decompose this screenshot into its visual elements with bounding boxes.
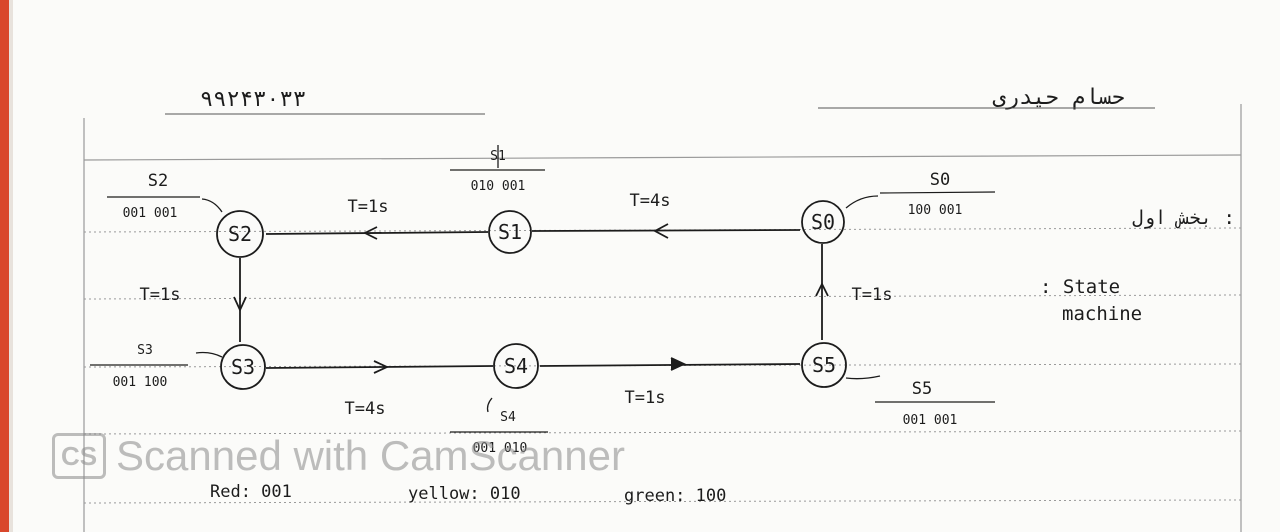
frame-top-line xyxy=(83,154,1242,161)
student-id: ۹۹۲۴۳۰۳۳ xyxy=(200,87,306,112)
caption-s1-name: S1 xyxy=(490,149,506,164)
pointer-s3 xyxy=(195,351,223,358)
edge-s4-s5 xyxy=(539,363,801,367)
machine-label-line1: : State xyxy=(1040,276,1120,298)
node-s0-label: S0 xyxy=(811,210,835,234)
pointer-s4 xyxy=(486,397,493,413)
node-s2-label: S2 xyxy=(228,222,252,246)
caption-s0-bar xyxy=(879,191,996,194)
arrowhead-s1-s2 xyxy=(362,226,378,240)
transition-label-s1-s2: T=1s xyxy=(348,197,389,217)
caption-s5-name: S5 xyxy=(912,379,932,399)
output-pointers xyxy=(195,145,881,413)
caption-s2-code: 001 001 xyxy=(123,206,178,221)
legend: Red: 001 yellow: 010 green: 100 xyxy=(210,482,726,506)
machine-label-line2: machine xyxy=(1062,303,1142,325)
caption-s5-code: 001 001 xyxy=(903,413,958,428)
camscanner-watermark: CS Scanned with CamScanner xyxy=(52,430,625,482)
caption-s3-name: S3 xyxy=(137,343,153,358)
node-s3-label: S3 xyxy=(231,355,255,379)
notebook-rules xyxy=(83,104,1242,532)
page-left-edge xyxy=(0,0,9,532)
caption-s0-name: S0 xyxy=(930,170,950,190)
node-s5-label: S5 xyxy=(812,353,836,377)
pointer-s2 xyxy=(201,198,223,213)
author-name: حسام حیدری xyxy=(993,85,1125,110)
transition-label-s3-s4: T=4s xyxy=(345,399,386,419)
node-s4-circle xyxy=(493,343,539,389)
legend-yellow: yellow: 010 xyxy=(408,484,521,504)
edge-s0-s1 xyxy=(531,229,801,232)
node-s1-label: S1 xyxy=(498,220,522,244)
caption-s1-code: 010 001 xyxy=(471,179,526,194)
node-s4-label: S4 xyxy=(504,354,528,378)
output-captions: S0 100 001 S1 010 001 S2 001 001 S3 001 … xyxy=(90,149,996,456)
part-label: بخش اول : xyxy=(1132,207,1235,229)
caption-s4-name: S4 xyxy=(500,410,516,425)
arrowhead-s2-s3 xyxy=(233,296,247,313)
transition-label-s0-s1: T=4s xyxy=(630,191,671,211)
state-nodes xyxy=(216,200,847,390)
edge-s1-s2 xyxy=(265,231,489,235)
caption-s0-code: 100 001 xyxy=(908,203,963,218)
camscanner-text: Scanned with CamScanner xyxy=(116,432,625,479)
arrowhead-s0-s1 xyxy=(653,223,669,239)
legend-green: green: 100 xyxy=(624,486,726,506)
transition-label-s5-s0: T=1s xyxy=(852,285,893,305)
transition-labels: T=4s T=1s T=1s T=4s T=1s T=1s xyxy=(140,191,893,419)
transition-label-s2-s3: T=1s xyxy=(140,285,181,305)
transition-label-s4-s5: T=1s xyxy=(625,388,666,408)
caption-s4-code: 001 010 xyxy=(473,441,528,456)
node-s2-circle xyxy=(216,210,264,258)
edge-s3-s4 xyxy=(265,365,494,369)
arrowhead-s5-s0 xyxy=(815,281,829,297)
arrowhead-s3-s4 xyxy=(373,360,390,374)
arrowhead-s4-s5 xyxy=(670,357,687,371)
pointer-s5 xyxy=(845,375,881,380)
edges xyxy=(233,223,829,374)
camscanner-logo-icon: CS xyxy=(52,433,106,479)
page-edge-shadow xyxy=(9,0,13,532)
node-s1-circle xyxy=(488,210,532,254)
node-s5-circle xyxy=(801,342,847,388)
caption-s3-code: 001 100 xyxy=(113,375,168,390)
pointer-s0 xyxy=(845,195,879,209)
caption-s2-name: S2 xyxy=(148,171,168,191)
node-s3-circle xyxy=(220,344,266,390)
legend-red: Red: 001 xyxy=(210,482,292,502)
node-s0-circle xyxy=(801,200,845,244)
